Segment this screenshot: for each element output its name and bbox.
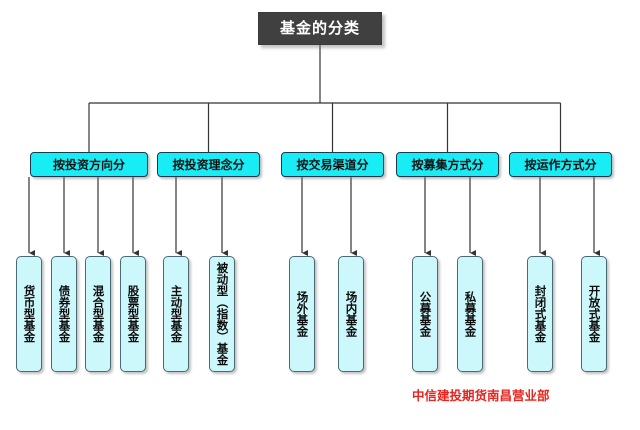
leaf-node-label: 股票型基金 — [126, 285, 141, 343]
leaf-node-5-2[interactable]: 开放式基金 — [581, 256, 607, 372]
leaf-node-label: 债券型基金 — [57, 285, 72, 343]
leaf-node-1-3[interactable]: 混合型基金 — [85, 256, 111, 372]
leaf-node-5-1[interactable]: 封闭式基金 — [527, 256, 553, 372]
leaf-node-label: 场外基金 — [295, 291, 310, 337]
leaf-node-3-1[interactable]: 场外基金 — [289, 256, 315, 372]
root-node-label: 基金的分类 — [279, 19, 360, 37]
category-node-label: 按交易渠道分 — [296, 157, 369, 172]
category-node-label: 按投资方向分 — [52, 157, 125, 172]
footer-credit: 中信建投期货南昌营业部 — [412, 388, 550, 403]
leaf-node-label: 混合型基金 — [91, 285, 106, 343]
leaf-node-1-2[interactable]: 债券型基金 — [51, 256, 77, 372]
leaf-node-2-1[interactable]: 主动型基金 — [163, 256, 189, 372]
leaf-node-label: 被动型（指数）基金 — [215, 262, 230, 366]
leaf-node-4-2[interactable]: 私募基金 — [457, 256, 483, 372]
leaf-node-label: 主动型基金 — [169, 285, 184, 343]
leaf-node-3-2[interactable]: 场内基金 — [338, 256, 364, 372]
leaf-node-4-1[interactable]: 公募基金 — [412, 256, 438, 372]
leaf-node-label: 开放式基金 — [587, 285, 602, 343]
leaf-node-label: 私募基金 — [463, 291, 478, 337]
category-node-label: 按运作方式分 — [524, 157, 597, 172]
leaf-node-label: 公募基金 — [418, 291, 433, 337]
root-node: 基金的分类 — [258, 12, 382, 45]
category-node-5[interactable]: 按运作方式分 — [509, 152, 612, 177]
category-node-label: 按募集方式分 — [411, 157, 484, 172]
leaf-node-2-2[interactable]: 被动型（指数）基金 — [209, 256, 235, 372]
leaf-node-1-4[interactable]: 股票型基金 — [120, 256, 146, 372]
leaf-node-label: 货币型基金 — [22, 285, 37, 343]
leaf-node-label: 封闭式基金 — [533, 285, 548, 343]
category-node-1[interactable]: 按投资方向分 — [30, 152, 148, 177]
leaf-node-1-1[interactable]: 货币型基金 — [16, 256, 42, 372]
category-node-2[interactable]: 按投资理念分 — [157, 152, 260, 177]
leaf-node-label: 场内基金 — [344, 291, 359, 337]
category-node-label: 按投资理念分 — [172, 157, 245, 172]
category-node-4[interactable]: 按募集方式分 — [396, 152, 499, 177]
category-node-3[interactable]: 按交易渠道分 — [281, 152, 384, 177]
